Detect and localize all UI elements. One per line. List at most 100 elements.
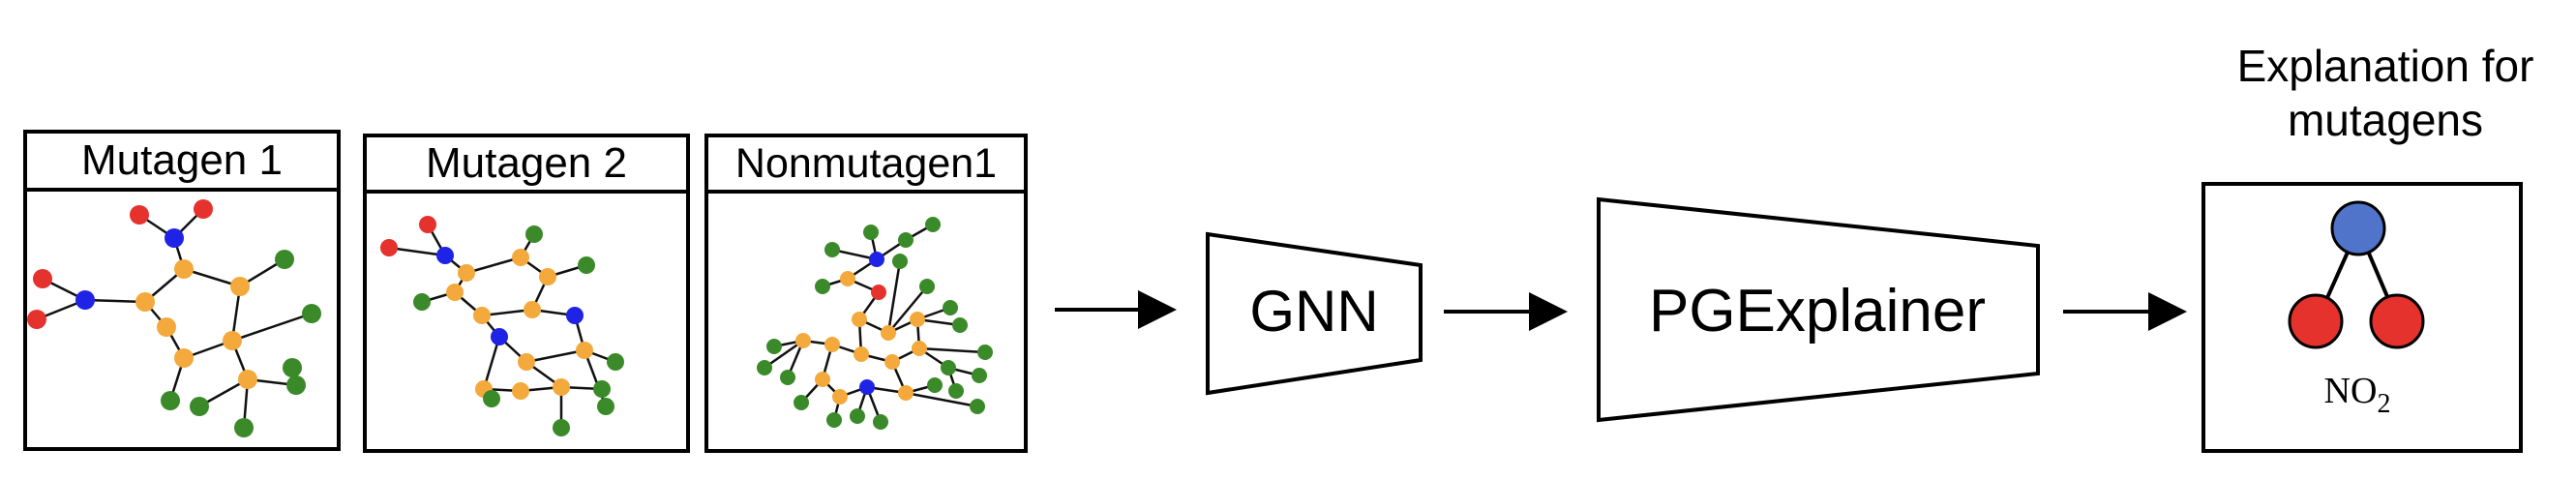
bond: [388, 246, 446, 257]
carbon-atom: [223, 331, 242, 350]
formula-label: NO2: [2324, 371, 2391, 419]
bond: [764, 339, 804, 370]
hydrogen-atom: [794, 395, 809, 410]
hydrogen-atom: [597, 398, 614, 415]
carbon-atom: [815, 372, 830, 387]
oxygen-atom: [33, 269, 52, 288]
bond: [84, 298, 146, 304]
hydrogen-atom: [780, 370, 795, 385]
hydrogen-atom: [275, 250, 294, 269]
carbon-atom: [576, 342, 593, 359]
hydrogen-atom: [815, 279, 830, 294]
oxygen-atom: [130, 205, 149, 225]
gnn-trapezoid: [1206, 231, 1423, 396]
carbon-atom: [135, 292, 155, 312]
panel-mutagen-2-header: [363, 134, 690, 194]
nitrogen-atom: [566, 307, 584, 324]
nitrogen-atom: [859, 379, 875, 395]
panel-nonmutagen-1: Nonmutagen1: [704, 134, 1028, 453]
hydrogen-atom: [578, 256, 595, 274]
hydrogen-atom: [898, 232, 914, 248]
hydrogen-atom: [283, 358, 302, 377]
bond: [905, 391, 978, 408]
hydrogen-atom: [766, 339, 782, 354]
bond: [231, 312, 313, 343]
hydrogen-atom: [972, 368, 987, 383]
carbon-atom: [854, 346, 869, 362]
carbon-atom: [912, 341, 927, 356]
hydrogen-atom: [977, 345, 993, 360]
hydrogen-atom: [607, 353, 624, 371]
oxygen-atom: [27, 310, 46, 329]
bond: [183, 267, 241, 288]
carbon-atom: [238, 370, 257, 389]
hydrogen-atom: [483, 390, 500, 407]
formula-base: NO: [2324, 371, 2378, 411]
nitrogen-atom: [2330, 200, 2386, 256]
carbon-atom: [518, 353, 535, 371]
oxygen-atom-left: [2288, 293, 2344, 349]
hydrogen-atom: [234, 418, 254, 437]
hydrogen-atom: [190, 397, 209, 416]
oxygen-atom: [194, 199, 213, 219]
output-explanation: Explanation for mutagens NO2: [2202, 41, 2534, 453]
bond: [525, 348, 585, 364]
output-title-line1: Explanation for: [2237, 41, 2534, 91]
molecule-mutagen-1: [27, 199, 321, 437]
hydrogen-atom: [302, 304, 321, 323]
explainer-block: PGExplainer: [1597, 196, 2040, 423]
nitrogen-atom: [165, 228, 184, 248]
panel-mutagen-2: Mutagen 2: [363, 134, 690, 453]
oxygen-atom: [380, 239, 398, 256]
carbon-atom: [832, 389, 848, 405]
panel-nonmutagen-1-title: Nonmutagen1: [735, 140, 997, 187]
gnn-label: GNN: [1249, 279, 1378, 344]
carbon-atom: [852, 312, 867, 327]
hydrogen-atom: [593, 380, 611, 398]
carbon-atom: [446, 284, 464, 301]
hydrogen-atom: [850, 408, 865, 424]
hydrogen-atom: [948, 383, 964, 399]
explainer-label: PGExplainer: [1649, 278, 1986, 345]
panel-mutagen-2-title: Mutagen 2: [426, 139, 627, 187]
hydrogen-atom: [286, 375, 306, 395]
formula-subscript: 2: [2377, 389, 2390, 419]
hydrogen-atom: [824, 242, 840, 257]
explainer-trapezoid: [1597, 196, 2040, 423]
bond: [887, 285, 928, 334]
hydrogen-atom: [919, 279, 935, 294]
carbon-atom: [512, 249, 529, 266]
hydrogen-atom: [927, 377, 943, 393]
carbon-atom: [174, 348, 194, 368]
panel-mutagen-1-title: Mutagen 1: [81, 136, 283, 184]
hydrogen-atom: [943, 300, 958, 315]
oxygen-atom: [419, 216, 436, 233]
nitrogen-atom: [491, 328, 508, 345]
hydrogen-atom: [892, 254, 908, 269]
carbon-atom: [553, 378, 570, 396]
hydrogen-atom: [413, 293, 431, 311]
hydrogen-atom: [863, 225, 879, 240]
panel-mutagen-1: Mutagen 1: [23, 130, 341, 451]
carbon-atom: [230, 277, 250, 296]
hydrogen-atom: [941, 360, 956, 375]
bond: [886, 260, 902, 334]
carbon-atom: [840, 271, 855, 286]
carbon-atom: [473, 307, 491, 324]
carbon-atom: [884, 354, 900, 370]
carbon-atom: [524, 301, 541, 318]
panel-nonmutagen-1-header: [704, 134, 1028, 194]
carbon-atom: [174, 259, 194, 279]
hydrogen-atom: [925, 217, 941, 232]
carbon-atom: [795, 333, 811, 348]
hydrogen-atom: [952, 317, 968, 333]
bond: [918, 346, 986, 354]
hydrogen-atom: [161, 391, 180, 410]
oxygen-atom-right: [2369, 293, 2425, 349]
carbon-atom: [458, 264, 475, 282]
carbon-atom: [157, 317, 176, 337]
carbon-atom: [898, 385, 914, 401]
output-title-line2: mutagens: [2288, 95, 2483, 145]
carbon-atom: [824, 337, 840, 352]
